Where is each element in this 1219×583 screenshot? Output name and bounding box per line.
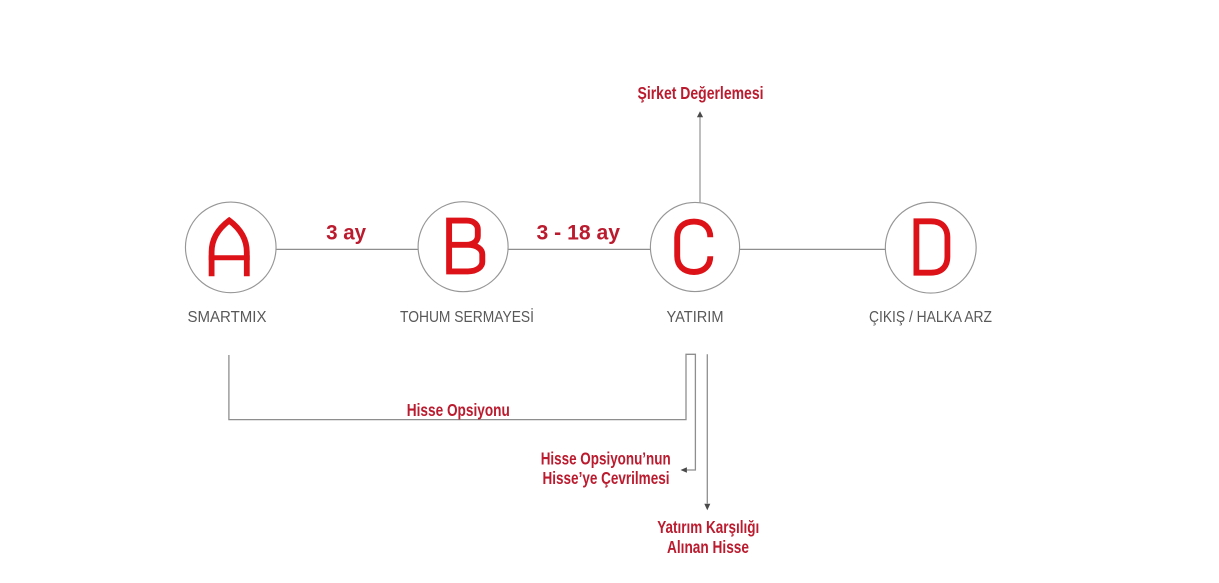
svg-text:Yatırım Karşılığı: Yatırım Karşılığı [657, 517, 759, 537]
svg-text:SMARTMIX: SMARTMIX [188, 309, 268, 326]
svg-text:Hisse’ye Çevrilmesi: Hisse’ye Çevrilmesi [543, 468, 670, 488]
svg-text:YATIRIM: YATIRIM [667, 309, 724, 326]
svg-text:3 ay: 3 ay [326, 222, 366, 245]
svg-text:Hisse Opsiyonu’nun: Hisse Opsiyonu’nun [541, 449, 671, 469]
svg-text:Alınan Hisse: Alınan Hisse [667, 537, 749, 557]
svg-text:Hisse Opsiyonu: Hisse Opsiyonu [407, 400, 510, 420]
svg-text:ÇIKIŞ / HALKA ARZ: ÇIKIŞ / HALKA ARZ [869, 309, 992, 326]
svg-text:TOHUM SERMAYESİ: TOHUM SERMAYESİ [400, 308, 534, 326]
svg-text:Şirket Değerlemesi: Şirket Değerlemesi [638, 83, 764, 103]
svg-text:3 - 18 ay: 3 - 18 ay [537, 222, 621, 245]
